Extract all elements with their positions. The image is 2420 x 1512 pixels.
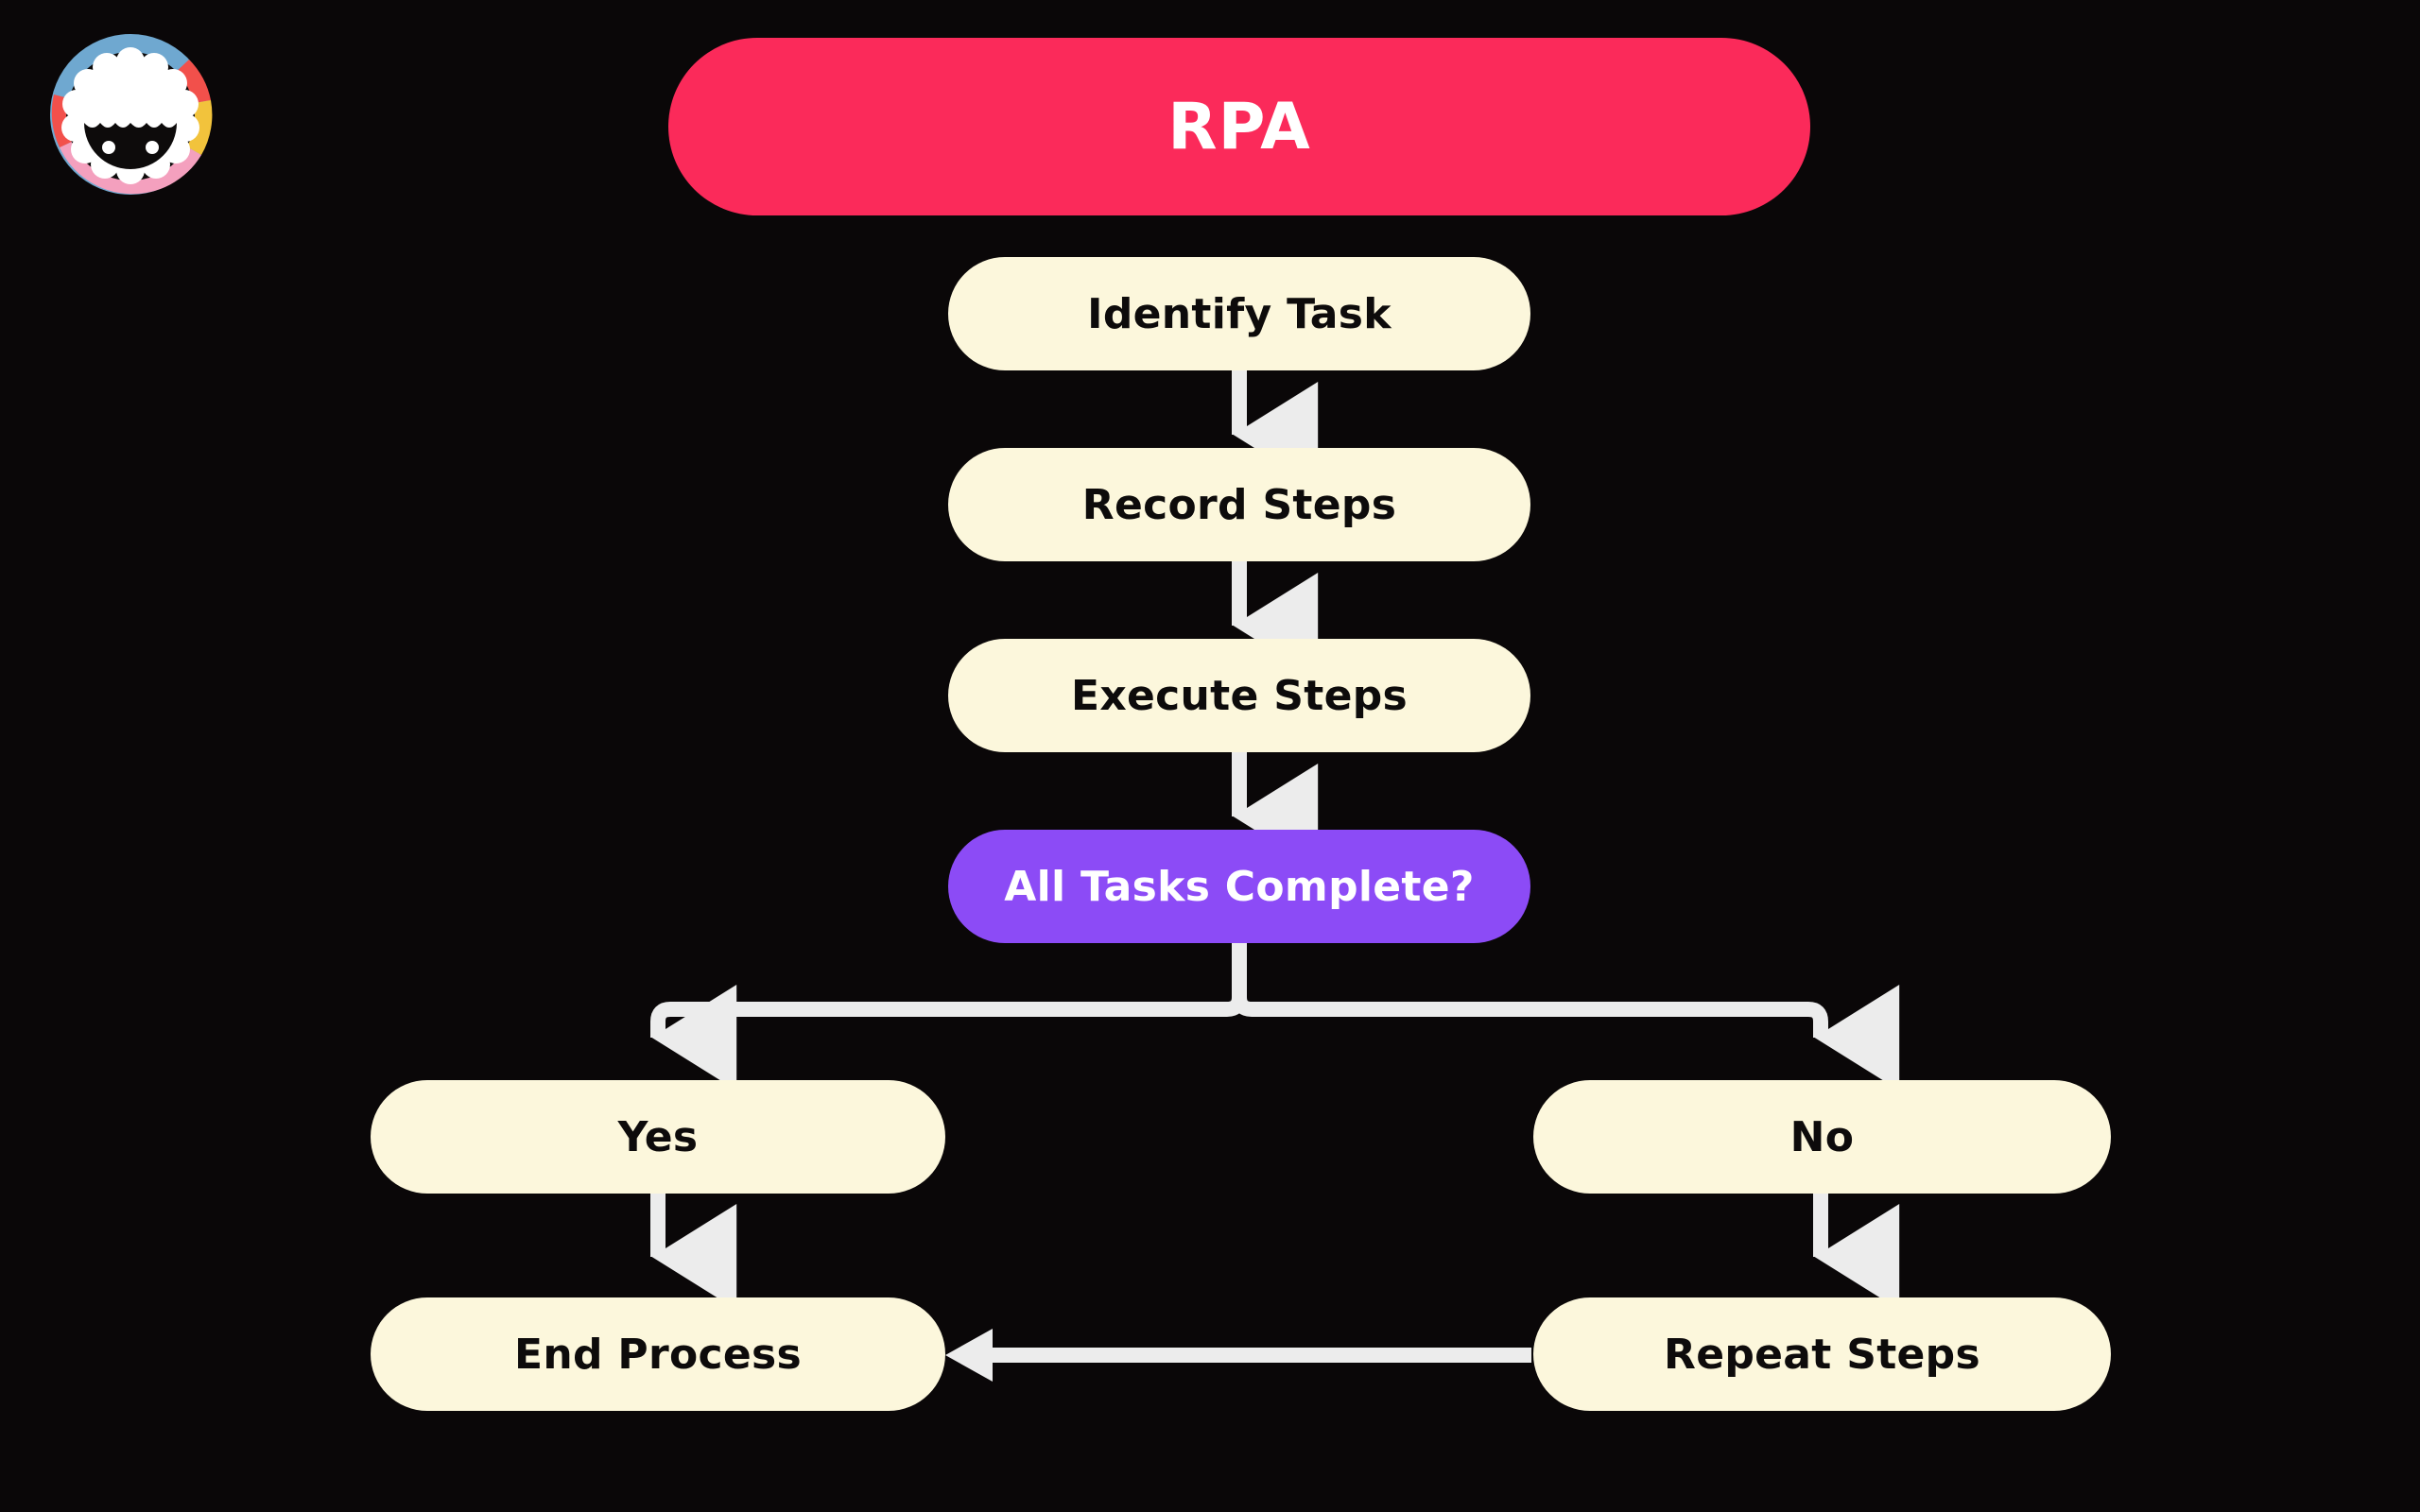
node-yes[interactable]: Yes — [371, 1080, 945, 1194]
node-label: Record Steps — [1081, 480, 1397, 529]
node-label: Repeat Steps — [1664, 1330, 1980, 1379]
node-end-process[interactable]: End Process — [371, 1297, 945, 1411]
sheep-eye-left — [102, 141, 115, 154]
edge-decision-yes — [650, 943, 1247, 1091]
page-title: RPA — [1167, 89, 1311, 164]
node-repeat-steps[interactable]: Repeat Steps — [1533, 1297, 2111, 1411]
sheep-head — [61, 47, 199, 184]
node-all-tasks-complete[interactable]: All Tasks Complete? — [948, 830, 1530, 943]
edge-decision-no — [1232, 943, 1900, 1091]
node-record-steps[interactable]: Record Steps — [948, 448, 1530, 561]
node-label: Yes — [617, 1112, 699, 1161]
node-label: Identify Task — [1087, 289, 1392, 338]
node-identify-task[interactable]: Identify Task — [948, 257, 1530, 370]
node-label: No — [1789, 1112, 1855, 1161]
node-label: End Process — [514, 1330, 802, 1379]
node-execute-steps[interactable]: Execute Steps — [948, 639, 1530, 752]
sheep-eye-right — [146, 141, 159, 154]
title-banner: RPA — [668, 38, 1810, 215]
node-label: All Tasks Complete? — [1004, 862, 1475, 911]
node-label: Execute Steps — [1070, 671, 1409, 720]
sheep-logo — [43, 26, 218, 202]
node-no[interactable]: No — [1533, 1080, 2111, 1194]
edge-repeat-end — [945, 1329, 1531, 1382]
